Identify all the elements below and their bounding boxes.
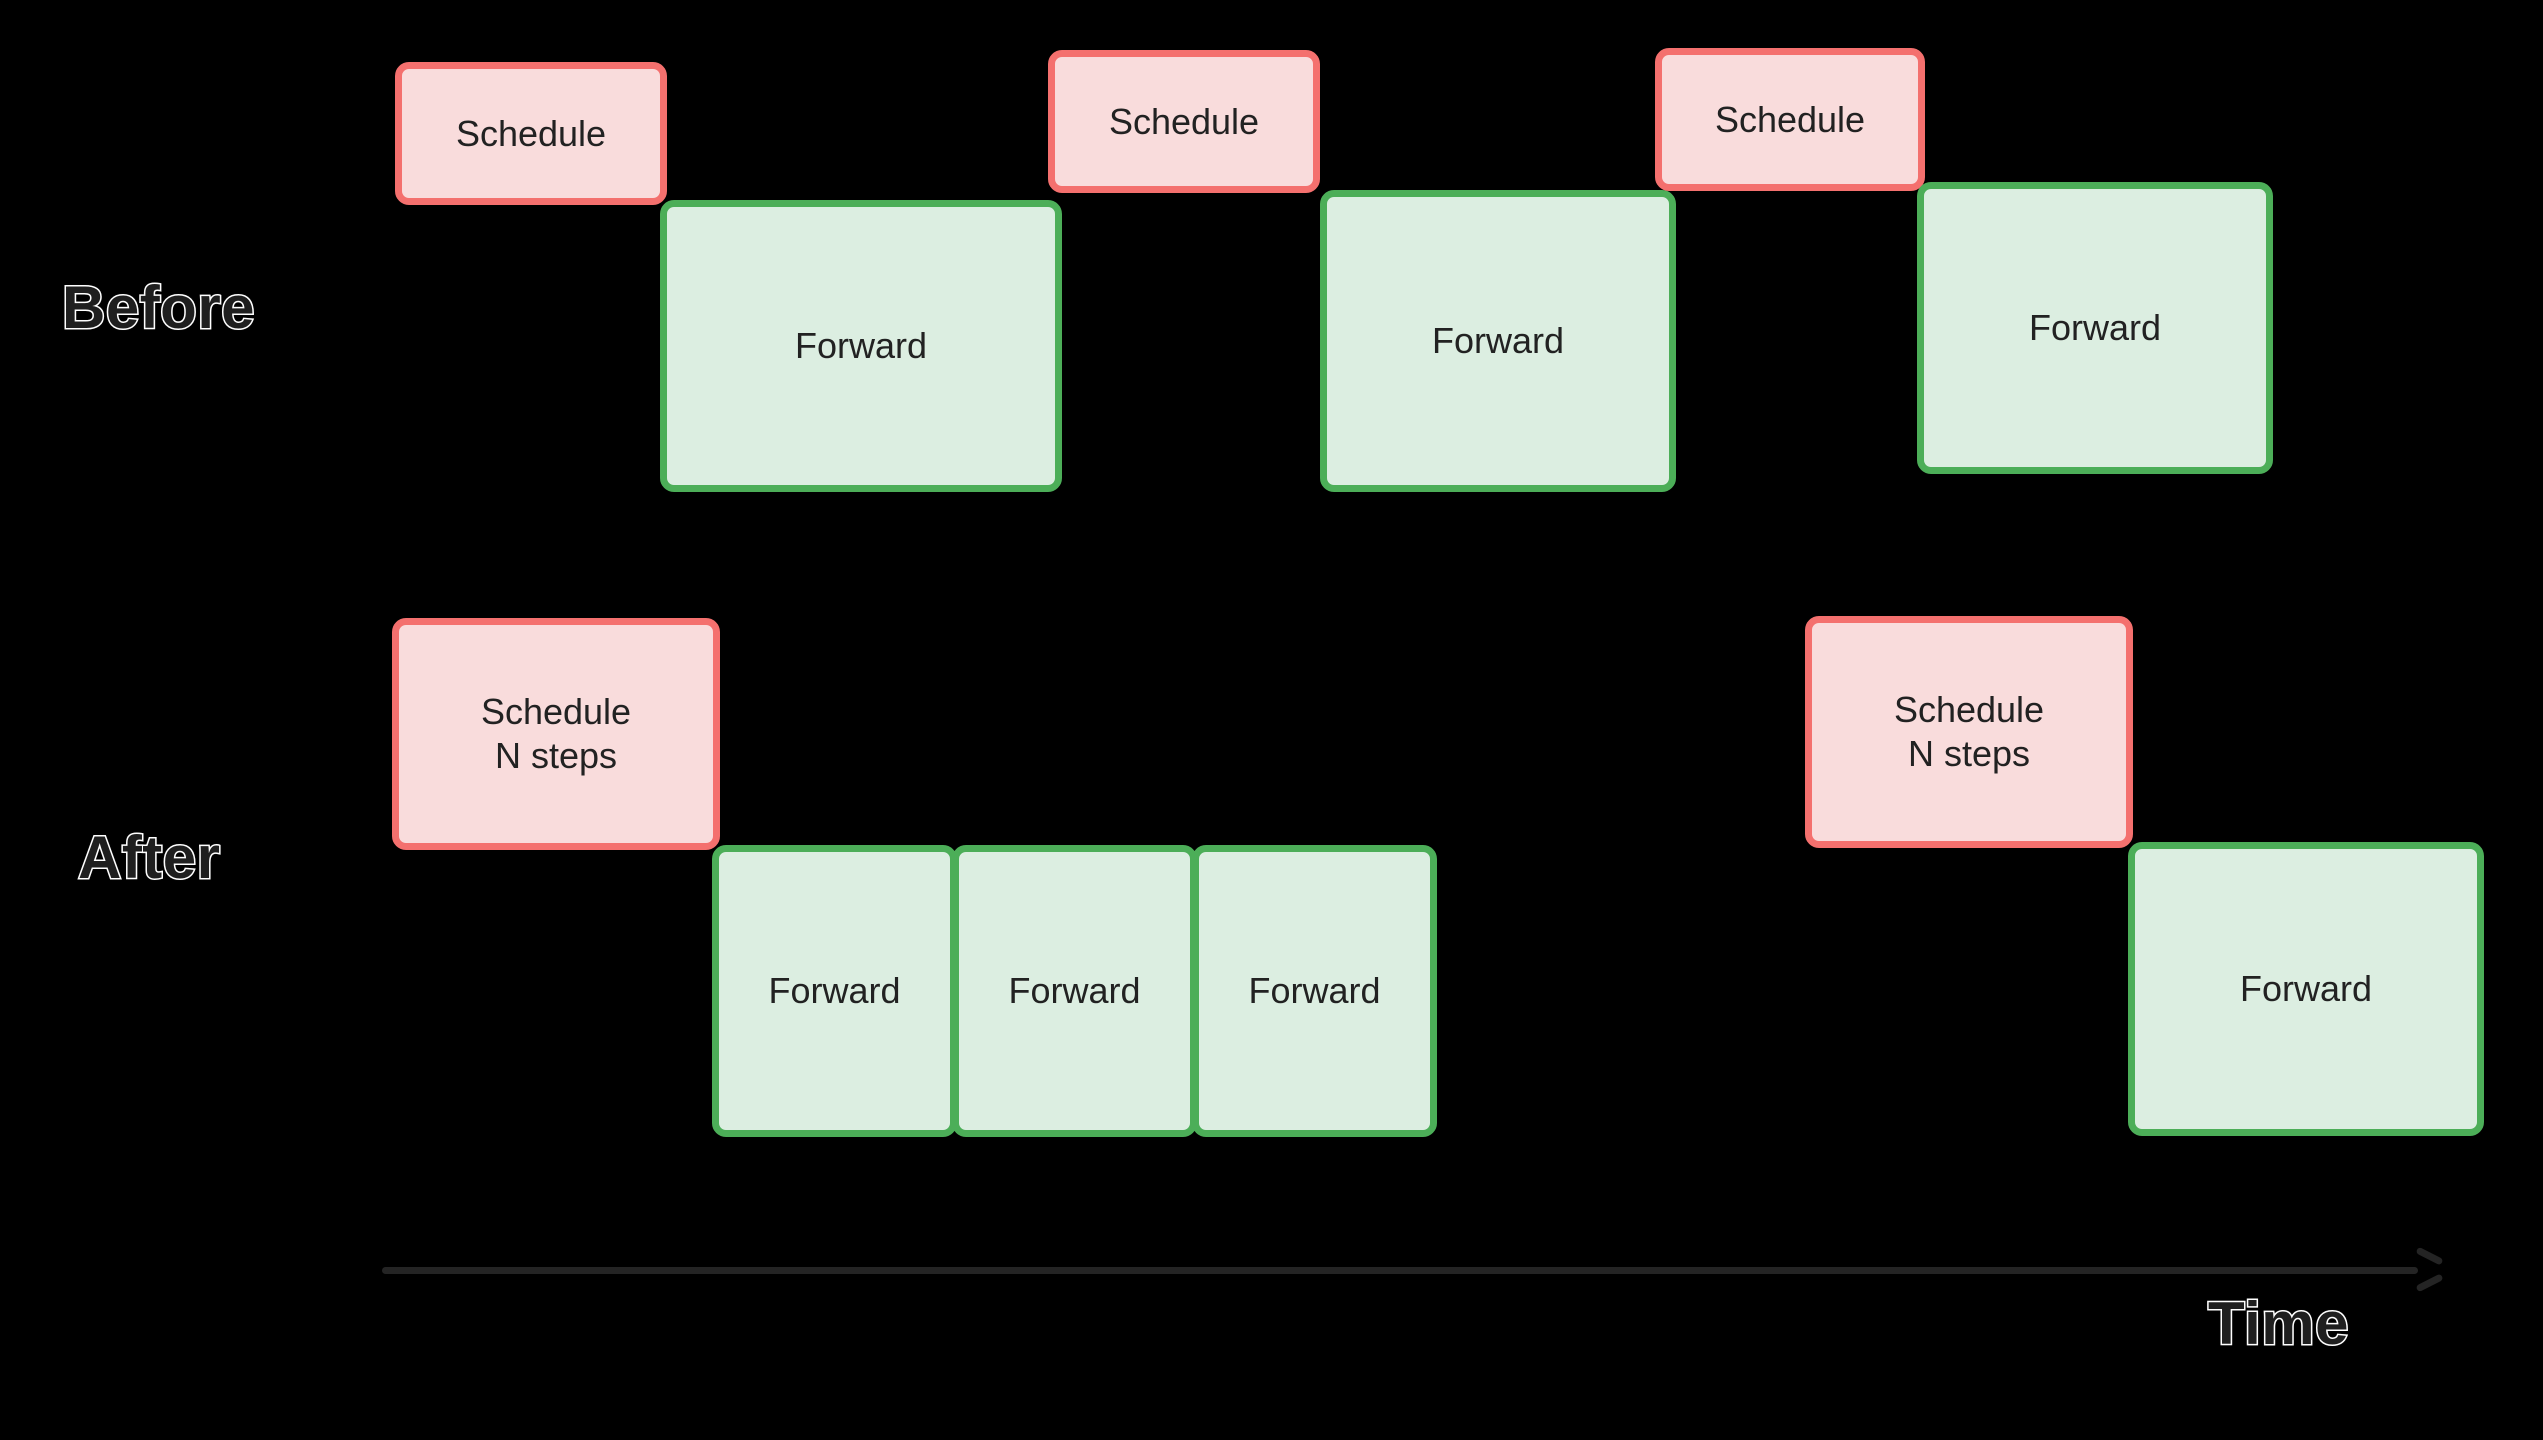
time-axis — [382, 1258, 2442, 1282]
after-forward-block-label: Forward — [2239, 968, 2373, 1010]
after-forward-block: Forward — [1192, 845, 1437, 1137]
after-schedule-block-label: Schedule N steps — [480, 691, 632, 776]
time-axis-label: Time — [2207, 1290, 2350, 1357]
before-forward-block-label: Forward — [794, 325, 928, 367]
after-forward-block: Forward — [952, 845, 1197, 1137]
after-forward-block: Forward — [712, 845, 957, 1137]
after-schedule-block: Schedule N steps — [392, 618, 720, 850]
before-schedule-block-label: Schedule — [455, 112, 607, 154]
after-forward-block-label: Forward — [1248, 970, 1381, 1012]
after-schedule-block: Schedule N steps — [1805, 616, 2133, 848]
time-axis-line — [382, 1267, 2418, 1274]
right-arrow-icon — [2414, 1258, 2442, 1282]
before-forward-block-label: Forward — [1431, 320, 1565, 362]
before-forward-block: Forward — [1917, 182, 2273, 474]
before-schedule-block-label: Schedule — [1108, 100, 1260, 142]
after-schedule-block-label: Schedule N steps — [1893, 689, 2045, 774]
before-schedule-block: Schedule — [1048, 50, 1320, 193]
before-schedule-block-label: Schedule — [1714, 98, 1866, 140]
before-forward-block-label: Forward — [2028, 307, 2162, 349]
before-row-label: Before — [60, 274, 256, 341]
before-forward-block: Forward — [660, 200, 1062, 492]
after-row-label: After — [77, 824, 222, 891]
after-forward-block-label: Forward — [1008, 970, 1141, 1012]
after-forward-block: Forward — [2128, 842, 2484, 1136]
after-forward-block-label: Forward — [768, 970, 901, 1012]
before-forward-block: Forward — [1320, 190, 1676, 492]
before-schedule-block: Schedule — [395, 62, 667, 205]
before-schedule-block: Schedule — [1655, 48, 1925, 191]
